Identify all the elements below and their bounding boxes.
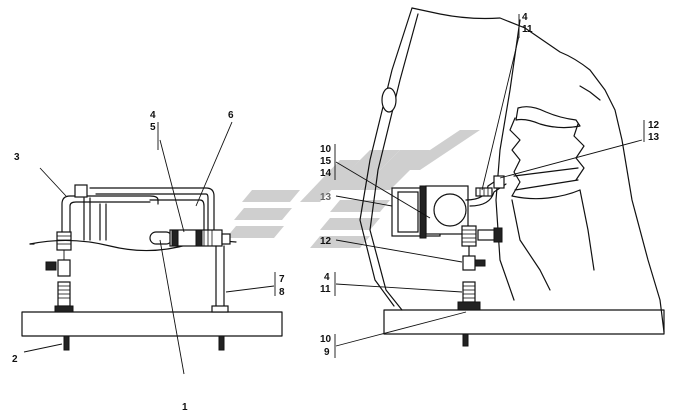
leader-1 bbox=[159, 239, 185, 375]
label-right-13-top: 13 bbox=[648, 132, 660, 143]
filter-body bbox=[149, 229, 231, 247]
cabin-outline bbox=[411, 7, 665, 333]
label-right-9: 9 bbox=[324, 347, 330, 358]
label-right-11-mid: 11 bbox=[320, 284, 331, 295]
label-right-14: 14 bbox=[320, 168, 332, 179]
right-assembly: 4 11 12 13 10 15 14 13 12 4 11 10 9 bbox=[320, 7, 665, 358]
watermark-logo-icon bbox=[226, 130, 480, 248]
support-spring-left bbox=[45, 231, 74, 313]
label-7: 7 bbox=[279, 274, 285, 285]
label-right-4-top: 4 bbox=[522, 12, 528, 23]
label-right-10-bottom: 10 bbox=[320, 334, 332, 345]
right-bolt bbox=[462, 333, 469, 347]
frame-knob bbox=[381, 87, 397, 113]
leader-7-8 bbox=[225, 285, 275, 293]
bolt-right bbox=[218, 335, 225, 351]
bolt-left bbox=[63, 335, 70, 351]
pipe-loop bbox=[61, 184, 215, 241]
label-right-12-top: 12 bbox=[648, 120, 660, 131]
label-right-10: 10 bbox=[320, 144, 332, 155]
leader-4-11-mid bbox=[335, 283, 463, 293]
label-3: 3 bbox=[14, 152, 20, 163]
label-1: 1 bbox=[182, 402, 188, 413]
right-base-plate bbox=[383, 309, 665, 335]
label-6: 6 bbox=[228, 110, 234, 121]
air-intake-bellows bbox=[509, 85, 601, 291]
leader-10-15-14 bbox=[335, 161, 431, 219]
label-right-15: 15 bbox=[320, 156, 332, 167]
leader-3 bbox=[39, 167, 67, 197]
support-post-right bbox=[211, 245, 229, 313]
air-filter-housing bbox=[391, 175, 507, 239]
leader-12-mid bbox=[335, 239, 463, 263]
base-plate bbox=[21, 311, 283, 337]
leader-6 bbox=[195, 121, 233, 207]
leader-10-9 bbox=[335, 311, 467, 347]
right-support-column bbox=[457, 225, 503, 311]
leader-4-11-top bbox=[481, 35, 520, 191]
label-right-12-mid: 12 bbox=[320, 236, 332, 247]
label-2: 2 bbox=[12, 354, 18, 365]
leader-12-13-top bbox=[499, 139, 643, 179]
left-assembly: 3 2 4 5 6 1 7 8 bbox=[12, 110, 285, 413]
label-right-4-mid: 4 bbox=[324, 272, 330, 283]
leader-2 bbox=[23, 343, 63, 353]
cabin-edge-left bbox=[359, 7, 413, 307]
filter-cap bbox=[433, 193, 467, 227]
label-8: 8 bbox=[279, 287, 285, 298]
label-4: 4 bbox=[150, 110, 156, 121]
label-right-13-gray: 13 bbox=[320, 192, 332, 203]
leader-13-gray bbox=[335, 195, 393, 207]
leader-4-5 bbox=[159, 139, 185, 233]
valve-top bbox=[74, 184, 88, 198]
label-right-11-top: 11 bbox=[522, 24, 533, 35]
label-5: 5 bbox=[150, 122, 156, 133]
intake-clamp bbox=[493, 175, 505, 189]
